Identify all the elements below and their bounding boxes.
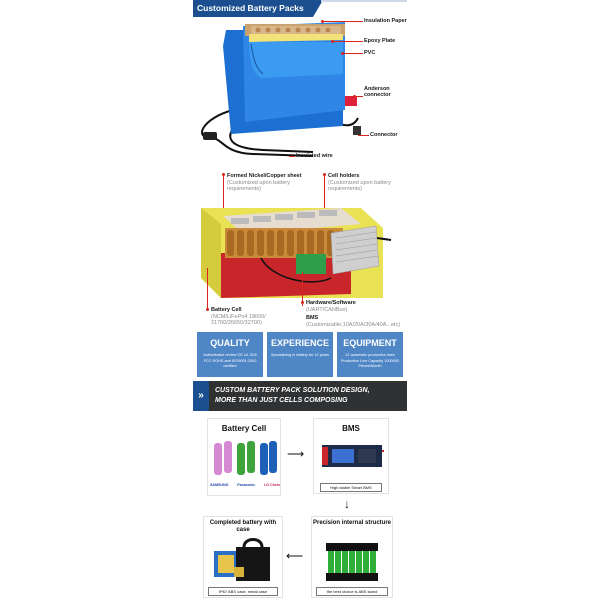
battery-case-image — [214, 538, 270, 581]
label-cell-holders: Cell holders — [328, 173, 360, 179]
quality-box: QUALITY Authoritative review CE UL 3C8 F… — [197, 332, 263, 377]
quality-title: QUALITY — [210, 338, 250, 348]
leader-dot — [321, 20, 324, 23]
experience-desc: Specializing in battery for 12 years — [270, 353, 330, 357]
banner-line-1: CUSTOM BATTERY PACK SOLUTION DESIGN, — [215, 387, 370, 394]
structure-card: Precision internal structure the best ch… — [311, 516, 393, 598]
leader-line — [343, 53, 363, 54]
completed-battery-title: Completed battery with case — [209, 520, 277, 533]
equipment-desc: 12 automatic production lines Production… — [340, 353, 400, 368]
completed-battery-card: Completed battery with case IP67 ABS cas… — [203, 516, 283, 598]
equipment-box: EQUIPMENT 12 automatic production lines … — [337, 332, 403, 377]
label-hardware-software-sub: (UART/CANBus) — [306, 307, 348, 313]
label-insulation-paper: Insulation Paper — [364, 18, 407, 24]
page-title: Customized Battery Packs — [193, 0, 323, 17]
structure-title: Precision internal structure — [312, 520, 392, 526]
label-epoxy-plate: Epoxy Plate — [364, 38, 396, 44]
leader-line — [302, 272, 303, 306]
label-anderson-connector: Anderson connector — [364, 86, 391, 98]
banner-title: CUSTOM BATTERY PACK SOLUTION DESIGN, MOR… — [215, 386, 370, 406]
brand-logos: SAMSUNG Panasonic LG Chem — [210, 483, 280, 487]
leader-line — [358, 135, 369, 136]
structure-caption: the best choice is ABS stand — [316, 587, 388, 596]
experience-title: EXPERIENCE — [270, 338, 330, 348]
label-battery-cell-sub: (NCM/LiFePo4 18650/ 21700/26650/32700) — [211, 314, 266, 326]
label-pvc: PVC — [364, 50, 376, 56]
arrow-right-icon: ⟶ — [287, 447, 305, 461]
leader-line — [333, 41, 363, 42]
leader-dot — [353, 95, 356, 98]
leader-line — [355, 96, 363, 97]
label-nickel-sheet-sub: (Customized upon battery requirements) — [227, 180, 290, 192]
bms-board-image — [322, 445, 384, 467]
brand-lg: LG Chem — [264, 483, 280, 487]
cell-holder-image — [326, 543, 378, 581]
bms-caption: High stable Smart BMS — [320, 483, 382, 492]
leader-line — [207, 268, 208, 310]
battery-cells-image — [214, 441, 277, 475]
bms-title: BMS — [342, 424, 360, 433]
product-page: Customized Battery Packs Insulation Pape… — [193, 0, 407, 600]
leader-line — [223, 174, 224, 214]
arrow-left-icon: ⟵ — [286, 549, 304, 563]
brand-panasonic: Panasonic — [237, 483, 256, 487]
label-hardware-software: Hardware/Software — [306, 300, 356, 306]
experience-box: EXPERIENCE Specializing in battery for 1… — [267, 332, 333, 377]
leader-dot — [222, 173, 225, 176]
battery-cell-card: Battery Cell SAMSUNG Panasonic LG Chem — [207, 418, 281, 496]
label-battery-cell: Battery Cell — [211, 307, 242, 313]
label-nickel-sheet: Formed Nickel/Copper sheet — [227, 173, 302, 179]
label-insulated-wire: Insulated wire — [296, 153, 333, 159]
internal-structure-illustration — [201, 208, 392, 298]
brand-samsung: SAMSUNG — [210, 483, 229, 487]
arrow-down-icon: ↓ — [344, 497, 350, 511]
leader-dot — [206, 308, 209, 311]
label-cell-holders-sub: (Customized upon battery requirements) — [328, 180, 391, 192]
leader-dot — [301, 301, 304, 304]
header-stripe — [321, 0, 407, 2]
equipment-title: EQUIPMENT — [343, 338, 397, 348]
leader-line — [324, 174, 325, 219]
completed-battery-caption: IP67 ABS case, metal case — [208, 587, 278, 596]
bms-card: BMS High stable Smart BMS — [313, 418, 389, 494]
label-connector: Connector — [370, 132, 398, 138]
label-bms: BMS — [306, 315, 319, 321]
leader-line — [289, 156, 295, 157]
label-bms-sub: (Customizable,10A/20A/30A/40A...etc) — [306, 322, 401, 328]
leader-line — [323, 21, 363, 22]
quality-desc: Authoritative review CE UL 3C8 FCC ROHS … — [203, 353, 257, 368]
page-header: Customized Battery Packs — [193, 0, 407, 17]
leader-dot — [341, 52, 344, 55]
leader-dot — [323, 173, 326, 176]
chevron-right-icon: » — [193, 381, 209, 411]
battery-cell-title: Battery Cell — [221, 424, 267, 433]
battery-pack-illustration — [201, 22, 361, 157]
banner-line-2: MORE THAN JUST CELLS COMPOSING — [215, 397, 348, 404]
solution-banner: » CUSTOM BATTERY PACK SOLUTION DESIGN, M… — [193, 381, 407, 411]
leader-dot — [331, 40, 334, 43]
